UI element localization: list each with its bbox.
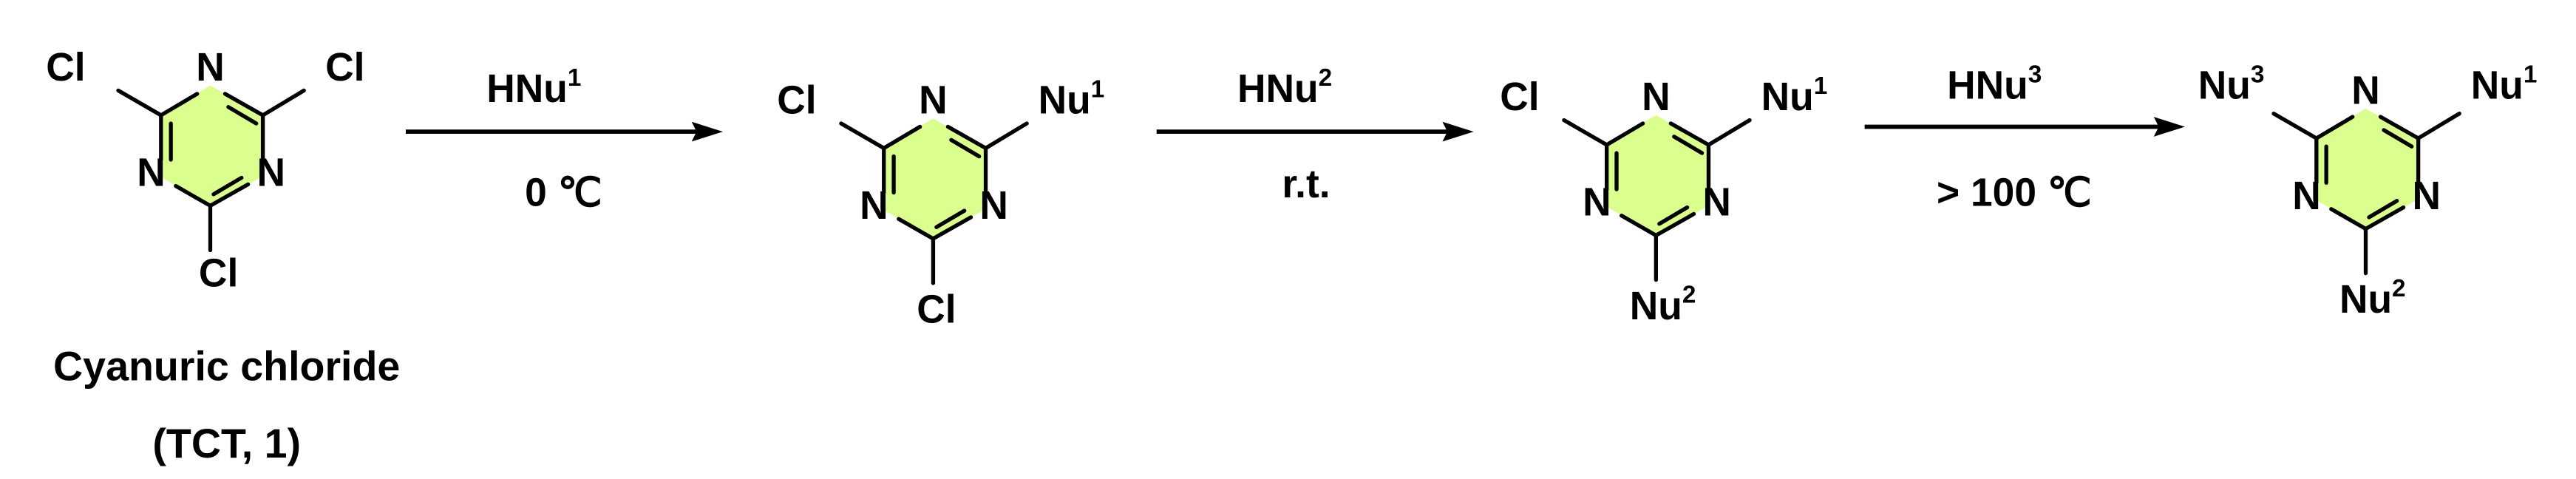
atom-n-left: N <box>137 152 166 195</box>
ring-highlight <box>882 118 986 239</box>
condition-step-2: r.t. <box>1282 163 1330 206</box>
substituent-top-right: Nu1 <box>1761 72 1828 119</box>
substituent-top-right: Cl <box>325 46 364 89</box>
atom-n-top: N <box>1642 75 1671 119</box>
arrowhead-icon <box>691 121 723 142</box>
substituent-top-left: Cl <box>1500 75 1539 119</box>
substituent-bottom: Cl <box>199 251 238 295</box>
substituent-bottom: Nu2 <box>2339 275 2406 322</box>
reagent-step-2: HNu2 <box>1237 64 1332 111</box>
substituent-top-left: Nu3 <box>2198 61 2265 107</box>
caption-label: (TCT, 1) <box>152 421 301 466</box>
reaction-arrow-step-2: HNu2 r.t. <box>1156 64 1474 206</box>
ring-highlight <box>1605 115 1709 236</box>
atom-n-right: N <box>979 184 1008 228</box>
molecule-trisubstituted: N N N Nu3 Nu1 Nu2 <box>2198 61 2538 322</box>
atom-n-top: N <box>919 79 948 123</box>
ring-highlight <box>159 85 263 206</box>
reagent-step-3: HNu3 <box>1947 61 2042 107</box>
atom-n-left: N <box>2292 174 2321 218</box>
condition-step-3: > 100 ℃ <box>1937 171 2092 214</box>
reaction-arrow-step-1: HNu1 0 ℃ <box>405 64 723 214</box>
substituent-top-left: Cl <box>777 79 816 123</box>
atom-n-right: N <box>1702 181 1731 225</box>
ring-highlight <box>2314 108 2419 229</box>
atom-n-right: N <box>256 152 285 195</box>
substituent-top-left: Cl <box>46 46 85 89</box>
atom-n-right: N <box>2412 174 2441 218</box>
reaction-arrow-step-3: HNu3 > 100 ℃ <box>1864 61 2186 214</box>
molecule-disubstituted: N N N Cl Nu1 Nu2 <box>1500 72 1827 328</box>
atom-n-top: N <box>2351 69 2380 112</box>
arrowhead-icon <box>1442 121 1474 142</box>
substituent-bottom: Cl <box>917 288 956 331</box>
atom-n-left: N <box>1583 181 1611 225</box>
molecule-monosubstituted: N N N Cl Nu1 Cl <box>777 75 1104 331</box>
substituent-bottom: Nu2 <box>1630 282 1696 328</box>
substituent-top-right: Nu1 <box>2471 61 2538 107</box>
condition-step-1: 0 ℃ <box>525 171 602 214</box>
arrowhead-icon <box>2153 117 2186 137</box>
atom-n-top: N <box>196 46 225 89</box>
molecule-cyanuric-chloride: N N N Cl Cl Cl <box>46 46 364 295</box>
atom-n-left: N <box>860 184 888 228</box>
reagent-step-1: HNu1 <box>486 64 581 111</box>
substituent-top-right: Nu1 <box>1039 75 1105 122</box>
caption-name: Cyanuric chloride <box>53 343 400 389</box>
